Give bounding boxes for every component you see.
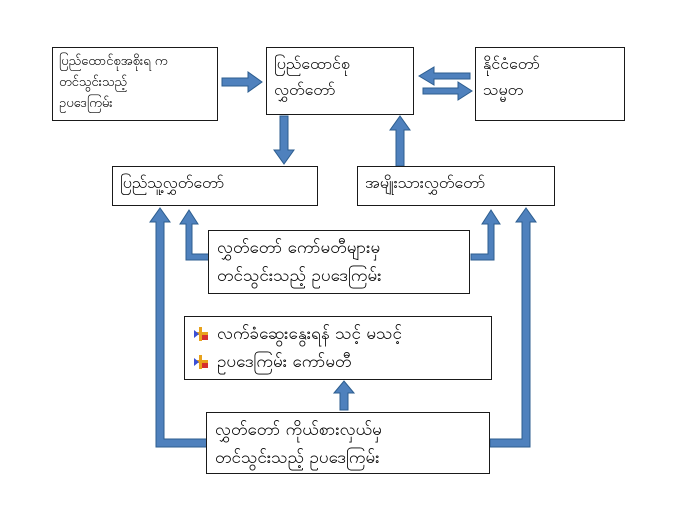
box-line: ပြည်သူ့လွှတ်တော် bbox=[120, 173, 225, 192]
arrow-representatives-to-pyithu bbox=[149, 207, 209, 448]
bullet-item: လက်ခံဆွေးနွေးရန် သင့် မသင့် bbox=[193, 320, 483, 348]
box-line: တင်သွင်းသည့် ဥပဒေကြမ်း bbox=[215, 448, 380, 468]
arrow-representatives-to-committee bbox=[332, 380, 356, 411]
flag-arrow-icon bbox=[194, 355, 208, 369]
box-line: လွှတ်တော် bbox=[274, 80, 336, 99]
box-president: နိုင်ငံတော် သမ္မတ bbox=[475, 47, 625, 121]
bullet-text: လက်ခံဆွေးနွေးရန် သင့် မသင့် bbox=[217, 324, 402, 344]
arrow-representatives-to-amyotha bbox=[489, 207, 537, 448]
box-line: အမျိုးသားလွှတ်တော် bbox=[365, 173, 486, 192]
box-line: ပြည်ထောင်စုအစိုးရ က bbox=[59, 54, 168, 69]
arrow-committees-to-pyithu bbox=[179, 209, 212, 261]
arrow-parliament-to-pyithu bbox=[273, 115, 295, 165]
box-line: တင်သွင်းသည့် ဥပဒေကြမ်း bbox=[217, 266, 382, 286]
box-line: ပြည်ထောင်စု bbox=[274, 54, 350, 73]
box-pyithu-hluttaw: ပြည်သူ့လွှတ်တော် bbox=[112, 166, 318, 206]
box-line: လွှတ်တော် ကော်မတီများမှ bbox=[217, 238, 381, 258]
arrow-president-to-parliament bbox=[418, 66, 471, 86]
box-committees-bill: လွှတ်တော် ကော်မတီများမှ တင်သွင်းသည့် ဥပဒ… bbox=[208, 230, 470, 294]
bullet-item: ဥပဒေကြမ်း ကော်မတီ bbox=[193, 348, 483, 376]
arrow-committees-to-amyotha bbox=[470, 209, 501, 261]
arrow-gov-to-parliament bbox=[221, 71, 263, 93]
box-line: လွှတ်တော် ကိုယ်စားလှယ်မှ bbox=[215, 420, 382, 440]
box-union-parliament: ပြည်ထောင်စု လွှတ်တော် bbox=[266, 47, 414, 115]
box-line: နိုင်ငံတော် bbox=[483, 54, 540, 73]
arrow-amyotha-to-parliament bbox=[389, 115, 411, 167]
box-line: ဥပဒေကြမ်း bbox=[59, 96, 113, 111]
box-representatives-bill: လွှတ်တော် ကိုယ်စားလှယ်မှ တင်သွင်းသည့် ဥပ… bbox=[206, 412, 490, 474]
box-line: တင်သွင်းသည့် bbox=[59, 75, 128, 90]
flag-arrow-icon bbox=[194, 327, 208, 341]
bullet-text: ဥပဒေကြမ်း ကော်မတီ bbox=[217, 352, 352, 372]
box-line: သမ္မတ bbox=[483, 80, 524, 99]
box-union-gov-bill: ပြည်ထောင်စုအစိုးရ က တင်သွင်းသည့် ဥပဒေကြမ… bbox=[52, 47, 218, 121]
arrow-parliament-to-president bbox=[422, 81, 473, 101]
box-amyotha-hluttaw: အမျိုးသားလွှတ်တော် bbox=[357, 166, 555, 206]
box-bill-committee: လက်ခံဆွေးနွေးရန် သင့် မသင့် ဥပဒေကြမ်း ကေ… bbox=[184, 316, 492, 380]
